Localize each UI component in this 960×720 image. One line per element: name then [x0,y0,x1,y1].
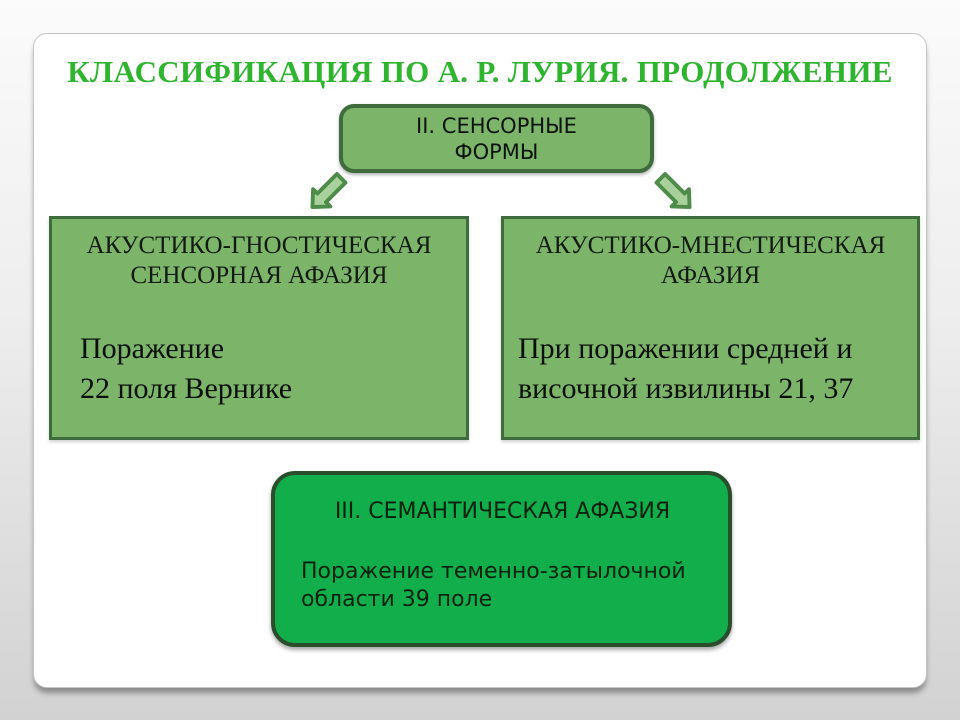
arrow-down-left-icon [310,172,348,209]
acoustic-mnestic-heading: АКУСТИКО-МНЕСТИЧЕСКАЯ АФАЗИЯ [504,231,917,291]
acoustic-mnestic-body-line1: При поражении средней и [518,332,853,365]
arrow-down-right-icon [654,172,692,209]
node-acoustic-gnostic-aphasia: АКУСТИКО-ГНОСТИЧЕСКАЯ СЕНСОРНАЯ АФАЗИЯ П… [49,216,469,440]
semantic-aphasia-body-line1: Поражение теменно-затылочной [301,559,686,584]
acoustic-mnestic-heading-line2: АФАЗИЯ [660,262,761,289]
slide-title: КЛАССИФИКАЦИЯ ПО А. Р. ЛУРИЯ. ПРОДОЛЖЕНИ… [67,54,893,89]
semantic-aphasia-body-line2: области 39 поле [301,587,493,612]
acoustic-gnostic-body: Поражение 22 поля Вернике [52,329,466,409]
node-acoustic-mnestic-aphasia: АКУСТИКО-МНЕСТИЧЕСКАЯ АФАЗИЯ При поражен… [501,216,920,440]
node-sensory-forms-line1: II. СЕНСОРНЫЕ [416,113,577,138]
acoustic-gnostic-heading: АКУСТИКО-ГНОСТИЧЕСКАЯ СЕНСОРНАЯ АФАЗИЯ [52,231,466,291]
acoustic-gnostic-heading-line1: АКУСТИКО-ГНОСТИЧЕСКАЯ [86,232,432,259]
node-sensory-forms-line2: ФОРМЫ [454,139,539,164]
acoustic-mnestic-heading-line1: АКУСТИКО-МНЕСТИЧЕСКАЯ [535,232,886,259]
semantic-aphasia-title: III. СЕМАНТИЧЕСКАЯ АФАЗИЯ [334,499,671,524]
node-sensory-forms: II. СЕНСОРНЫЕ ФОРМЫ [339,104,654,173]
acoustic-gnostic-body-line1: Поражение [80,332,225,365]
node-semantic-aphasia: III. СЕМАНТИЧЕСКАЯ АФАЗИЯ Поражение теме… [271,471,732,647]
acoustic-gnostic-body-line2: 22 поля Вернике [80,372,293,405]
acoustic-mnestic-body: При поражении средней и височной извилин… [504,329,917,409]
acoustic-mnestic-body-line2: височной извилины 21, 37 [518,372,854,405]
acoustic-gnostic-heading-line2: СЕНСОРНАЯ АФАЗИЯ [130,262,388,289]
semantic-aphasia-body: Поражение теменно-затылочной области 39 … [301,558,704,614]
slide-canvas: КЛАССИФИКАЦИЯ ПО А. Р. ЛУРИЯ. ПРОДОЛЖЕНИ… [33,33,927,688]
